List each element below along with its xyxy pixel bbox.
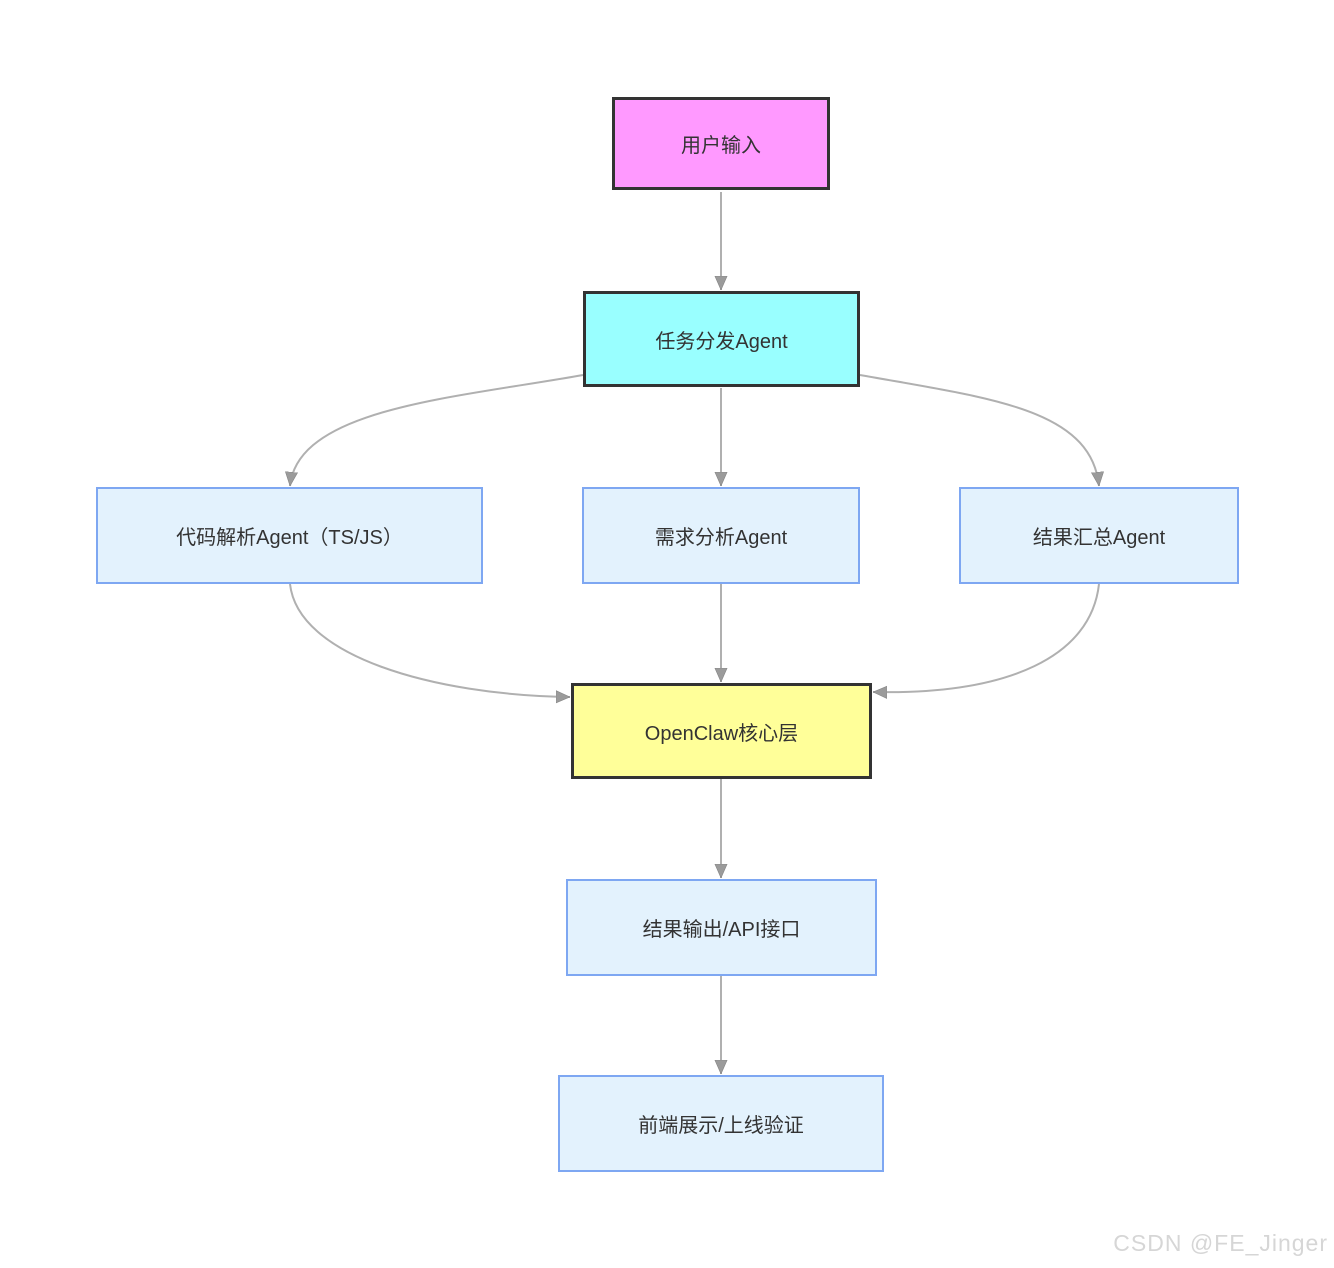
edge-code-parse-to-openclaw-core xyxy=(289,583,570,697)
node-task-dispatch-agent: 任务分发Agent xyxy=(583,291,860,387)
node-req-analysis-agent-label: 需求分析Agent xyxy=(654,527,788,549)
node-code-parse-agent: 代码解析Agent（TS/JS） xyxy=(96,487,483,584)
node-frontend-display-label: 前端展示/上线验证 xyxy=(638,1115,804,1137)
node-openclaw-core-label: OpenClaw核心层 xyxy=(644,722,799,745)
node-openclaw-core: OpenClaw核心层 xyxy=(571,683,872,779)
edge-result-summary-to-openclaw-core xyxy=(873,583,1100,692)
node-result-output-api: 结果输出/API接口 xyxy=(566,879,877,976)
node-user-input: 用户输入 xyxy=(612,97,830,190)
watermark: CSDN @FE_Jinger xyxy=(1113,1230,1328,1256)
node-user-input-label: 用户输入 xyxy=(681,135,761,157)
edge-task-dispatch-to-code-parse xyxy=(290,374,584,486)
edge-task-dispatch-to-result-summary xyxy=(859,374,1099,486)
node-result-output-api-label: 结果输出/API接口 xyxy=(642,919,801,941)
node-req-analysis-agent: 需求分析Agent xyxy=(582,487,860,584)
node-result-summary-agent: 结果汇总Agent xyxy=(959,487,1239,584)
node-task-dispatch-agent-label: 任务分发Agent xyxy=(655,330,788,353)
node-result-summary-agent-label: 结果汇总Agent xyxy=(1032,527,1166,549)
node-frontend-display: 前端展示/上线验证 xyxy=(558,1075,884,1172)
node-code-parse-agent-label: 代码解析Agent（TS/JS） xyxy=(176,527,403,549)
